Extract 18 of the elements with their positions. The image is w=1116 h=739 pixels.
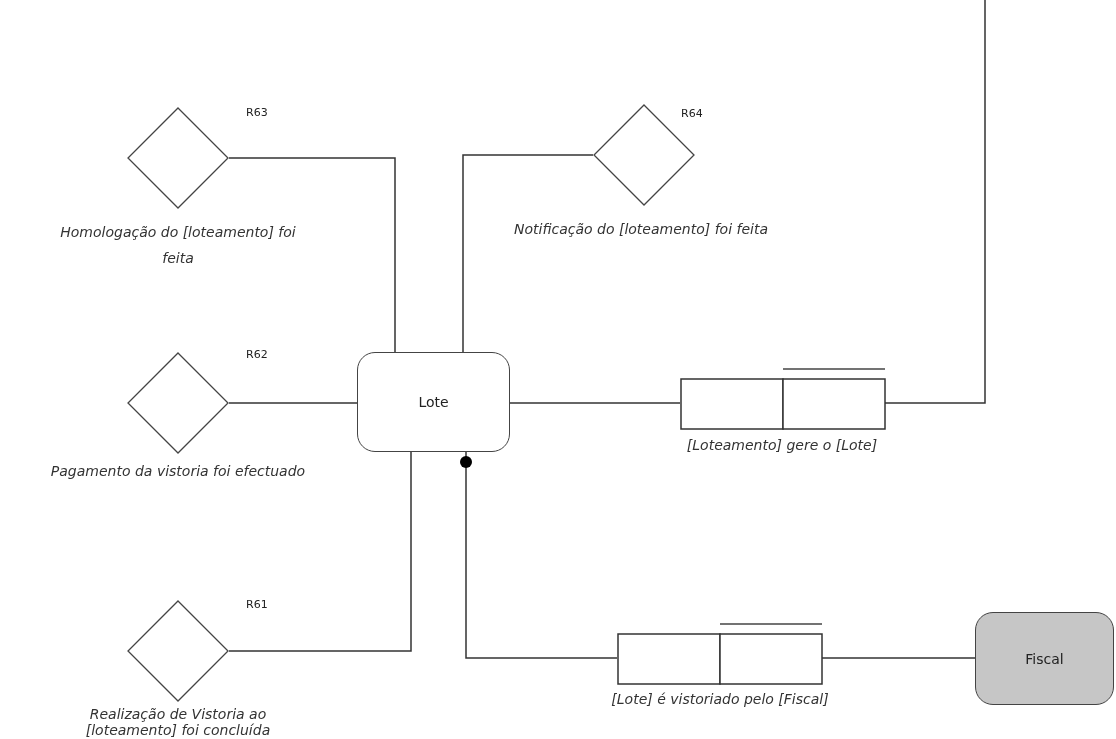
entity-box: Fiscal bbox=[975, 612, 1114, 705]
connector-line bbox=[228, 157, 396, 353]
reference-label: R62 bbox=[246, 348, 268, 361]
reference-label: R61 bbox=[246, 598, 268, 611]
reference-label: R63 bbox=[246, 106, 268, 119]
connector-line bbox=[462, 154, 594, 353]
caption-text: Realização de Vistoria ao [loteamento] foi concluída bbox=[84, 706, 272, 738]
connector-line bbox=[228, 451, 412, 652]
caption-text: Notificação do [loteamento] foi feita bbox=[513, 220, 769, 239]
reference-label: R64 bbox=[681, 107, 703, 120]
connector-line bbox=[509, 402, 681, 404]
caption-text: [Lote] é vistoriado pelo [Fiscal] bbox=[610, 690, 830, 709]
entity-box: Lote bbox=[357, 352, 510, 452]
connector-line bbox=[460, 451, 618, 659]
connector-line bbox=[228, 402, 358, 404]
caption-text: Homologação do [loteamento] foi feita bbox=[59, 223, 297, 268]
caption-text: [Loteamento] gere o [Lote] bbox=[685, 436, 879, 455]
caption-text: Pagamento da vistoria foi efectuado bbox=[49, 462, 307, 481]
